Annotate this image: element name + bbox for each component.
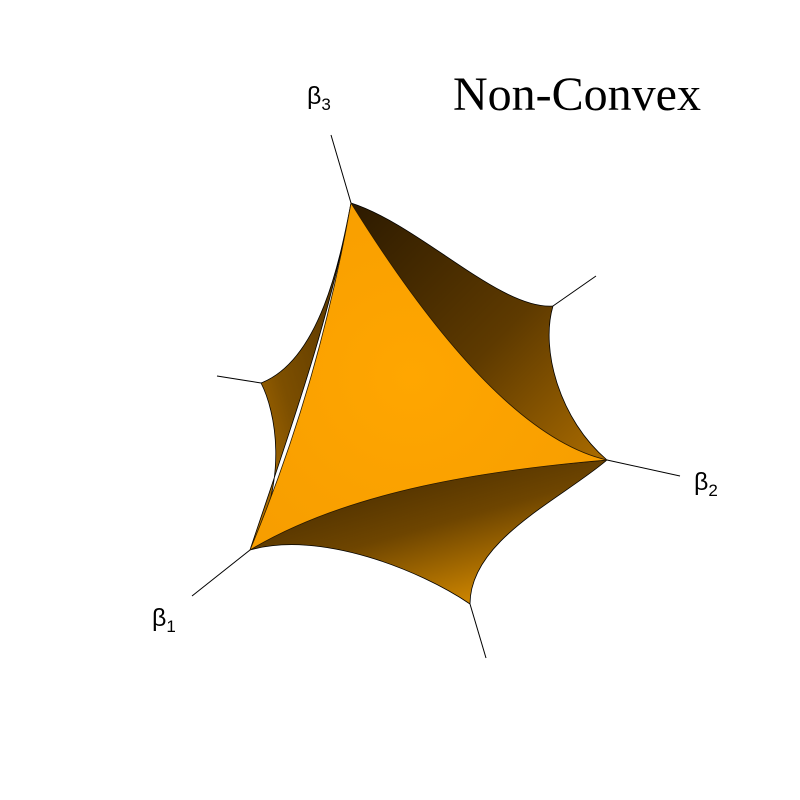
axis-label-beta1: β1 <box>152 604 176 636</box>
axis-line-bottom <box>469 603 487 659</box>
surface-front-face <box>249 201 608 551</box>
axis-label-beta1-symbol: β <box>152 604 166 632</box>
axis-label-beta3: β3 <box>307 82 331 114</box>
axis-label-beta2-symbol: β <box>694 468 708 496</box>
axis-line-beta1 <box>191 549 251 597</box>
axis-lines <box>191 134 681 659</box>
surface-left <box>249 202 352 551</box>
axis-label-beta3-subscript: 3 <box>321 95 330 114</box>
axis-label-beta2: β2 <box>694 468 718 500</box>
chart-title: Non-Convex <box>453 68 701 121</box>
axis-label-beta3-symbol: β <box>307 82 321 110</box>
axis-line-left <box>216 375 262 384</box>
axis-label-beta2-subscript: 2 <box>708 481 717 500</box>
axis-label-beta1-subscript: 1 <box>166 617 175 636</box>
axis-line-upper-right <box>552 275 597 307</box>
axis-line-beta2 <box>606 459 681 477</box>
axis-line-beta3 <box>330 134 352 204</box>
